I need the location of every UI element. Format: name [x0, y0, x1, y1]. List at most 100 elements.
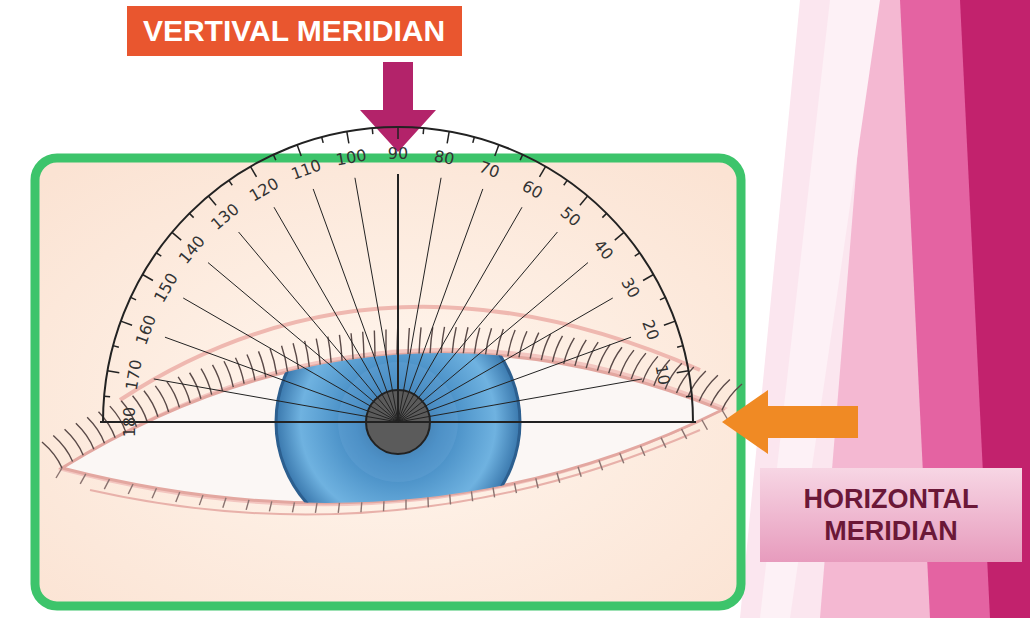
lower-eyelash — [383, 501, 385, 511]
tick — [251, 167, 257, 177]
tick — [422, 128, 424, 134]
lower-eyelash — [493, 487, 495, 497]
lower-eyelash — [620, 453, 624, 463]
eyelash — [363, 332, 364, 358]
tick — [664, 321, 675, 325]
tick — [372, 128, 374, 134]
background-stripes — [740, 0, 1030, 618]
eyelash — [441, 327, 444, 353]
lower-eyelash — [128, 484, 133, 494]
eyelash — [497, 329, 504, 355]
tick — [347, 131, 349, 143]
lower-eyelash — [104, 479, 109, 489]
label-box-ground — [760, 468, 1022, 562]
lower-eyelash — [427, 497, 429, 507]
meridian-ray — [165, 337, 398, 422]
meridian-label-box: HORIZONTAL MERIDIAN — [760, 468, 1022, 562]
lower-eyelash — [56, 468, 62, 478]
tick — [681, 421, 693, 423]
tick — [635, 253, 640, 256]
degree-number: 80 — [433, 148, 456, 167]
lower-eyelash — [360, 502, 362, 512]
eyelash — [452, 327, 456, 353]
eyelash — [213, 365, 223, 391]
tick — [229, 180, 232, 185]
eyelash — [293, 343, 298, 369]
tick — [615, 232, 624, 240]
lower-eyelash — [246, 500, 249, 510]
meridian-ray — [274, 207, 398, 422]
eyelash — [722, 384, 742, 410]
lower-eyelash — [536, 478, 538, 488]
tick — [564, 180, 567, 185]
tick — [172, 232, 181, 240]
eyelash — [530, 333, 539, 359]
lower-eyelash — [292, 502, 294, 512]
protractor — [100, 127, 696, 422]
tick — [121, 321, 132, 325]
eye — [42, 300, 742, 544]
eyelash — [316, 339, 320, 365]
tick — [677, 371, 689, 373]
eyelash — [42, 442, 62, 468]
frame — [35, 158, 741, 606]
lower-eyelash — [80, 474, 86, 484]
node-text: HORIZONTAL MERIDIAN — [770, 483, 1012, 548]
node-text: VERTIVAL MERIDIAN — [143, 13, 445, 49]
tick — [143, 275, 153, 281]
tick — [297, 145, 301, 156]
lower-eyelash — [449, 495, 451, 505]
tick — [156, 253, 161, 256]
eyelash — [99, 412, 116, 438]
eyelash — [201, 369, 212, 395]
degree-number: 90 — [388, 146, 408, 162]
eyelash — [463, 327, 468, 353]
down-arrow — [360, 62, 436, 152]
eyelash — [270, 348, 277, 374]
lower-eyelash — [599, 460, 603, 470]
eyelash — [167, 381, 180, 407]
lower-eyelash — [661, 438, 666, 448]
tick — [473, 137, 475, 143]
eyelash — [282, 346, 288, 372]
eyelash — [155, 386, 168, 412]
eyelash — [519, 331, 527, 357]
eyelash — [419, 327, 421, 353]
lower-eyelash — [269, 501, 271, 511]
eyelash — [620, 350, 634, 376]
degree-number: 180 — [122, 407, 138, 438]
tick — [104, 396, 110, 398]
meridian-ray — [208, 263, 398, 422]
tick — [107, 371, 119, 373]
lower-eyelash — [681, 429, 686, 439]
eyelash — [235, 358, 244, 384]
left-arrow — [722, 390, 858, 454]
tick — [189, 213, 193, 217]
tick — [660, 297, 665, 300]
meridian-ray — [398, 178, 441, 422]
eyelash — [486, 328, 492, 354]
eyelash — [339, 335, 342, 361]
lower-eyelash — [405, 500, 406, 510]
lower-eyelash — [557, 473, 560, 483]
eyelash — [224, 361, 233, 387]
tick — [447, 131, 449, 143]
eyelash — [586, 342, 598, 368]
eyelash — [575, 340, 586, 366]
tick — [540, 167, 546, 177]
meridian-ray — [398, 298, 613, 422]
lower-eyelash — [702, 420, 708, 430]
lower-eyelash — [514, 483, 516, 493]
eyelash — [631, 353, 646, 379]
meridian-ray — [398, 189, 483, 422]
tick — [643, 275, 653, 281]
tick — [677, 346, 683, 348]
vertical-meridian-line — [397, 174, 399, 422]
degree-number: 10 — [652, 364, 671, 387]
lower-eyelash — [471, 491, 472, 501]
tick — [602, 213, 606, 217]
meridian-title-box: VERTIVAL MERIDIAN — [127, 6, 462, 56]
meridian-ray — [398, 232, 557, 422]
tick — [131, 297, 136, 300]
tick — [580, 196, 588, 205]
